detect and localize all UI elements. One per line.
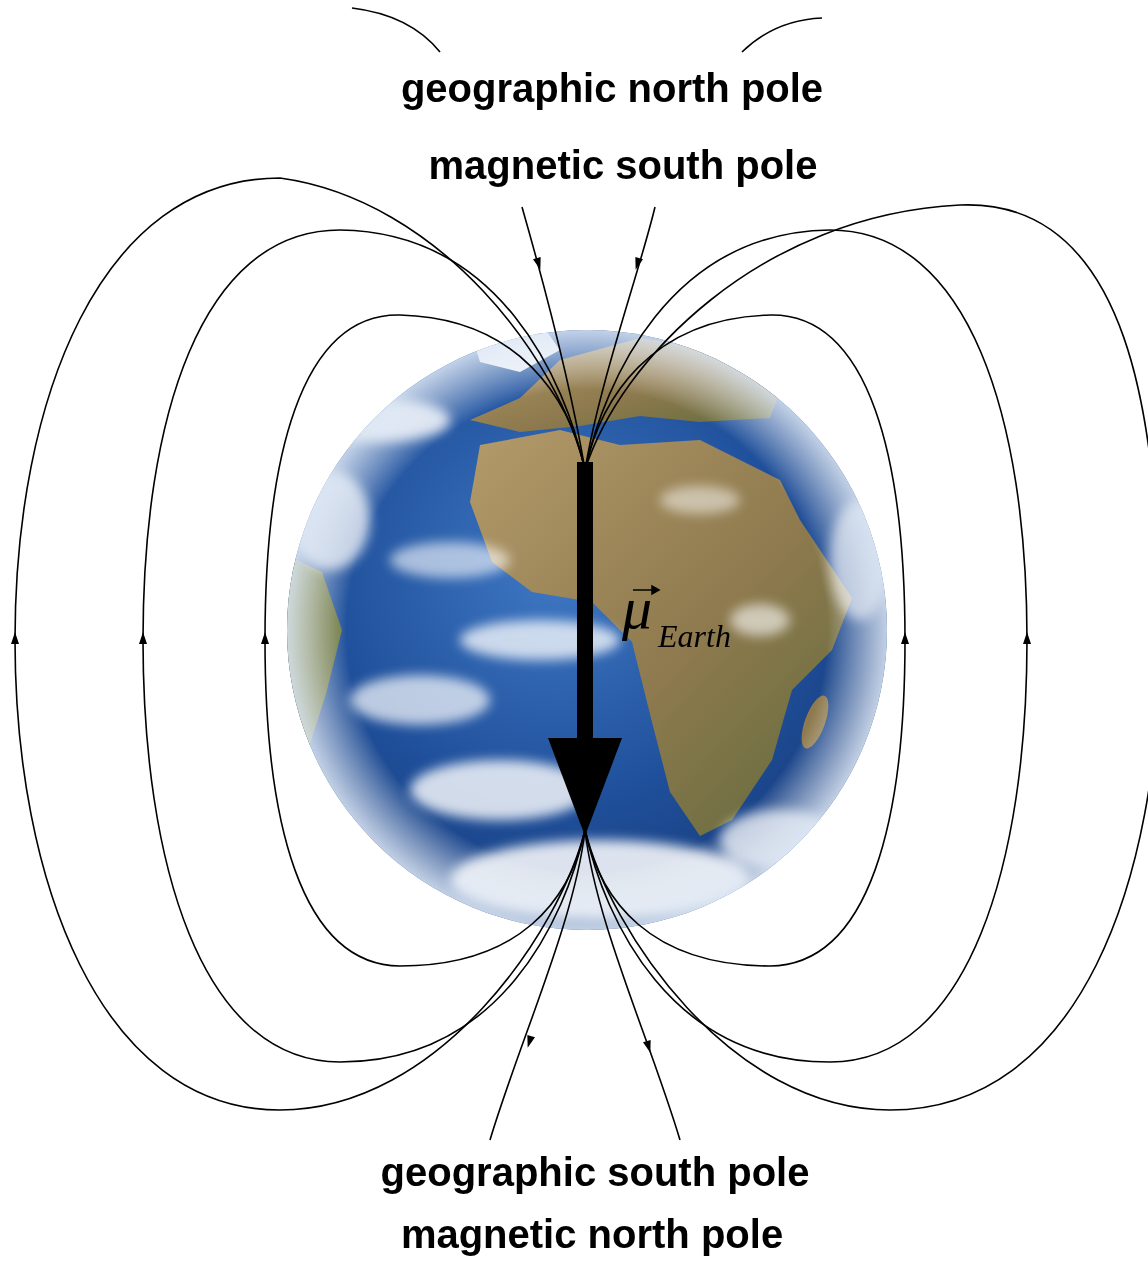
field-line xyxy=(585,315,905,966)
field-line xyxy=(265,315,585,966)
vector-arrow-head xyxy=(652,586,659,594)
arrowhead xyxy=(11,632,19,644)
field-line xyxy=(352,8,440,52)
field-arrowheads xyxy=(11,257,1031,1054)
field-lines xyxy=(15,8,1148,1140)
pole-label: magnetic south pole xyxy=(429,145,818,185)
pole-label: geographic south pole xyxy=(381,1152,810,1192)
arrowhead xyxy=(533,257,544,271)
pole-label: magnetic north pole xyxy=(401,1214,783,1254)
field-line xyxy=(742,18,822,52)
field-line xyxy=(522,207,585,470)
field-line xyxy=(585,830,680,1140)
moment-subscript: Earth xyxy=(658,620,731,652)
moment-arrow-head xyxy=(548,738,622,836)
field-line xyxy=(15,178,585,1110)
field-line xyxy=(490,830,585,1140)
moment-arrow-shaft xyxy=(577,462,593,742)
arrowhead xyxy=(139,632,147,644)
field-line xyxy=(585,205,1148,1110)
field-line xyxy=(585,230,1027,1062)
magnetic-moment-arrow xyxy=(548,462,622,836)
moment-symbol: μ xyxy=(622,578,652,638)
pole-label: geographic north pole xyxy=(401,68,823,108)
arrowhead xyxy=(632,257,643,271)
arrowhead xyxy=(261,632,269,644)
earth-globe xyxy=(280,322,890,930)
arrowhead xyxy=(901,632,909,644)
field-line xyxy=(585,207,655,470)
field-line xyxy=(143,230,585,1062)
arrowhead xyxy=(643,1040,654,1054)
arrowhead xyxy=(524,1035,535,1049)
arrowhead xyxy=(1023,632,1031,644)
